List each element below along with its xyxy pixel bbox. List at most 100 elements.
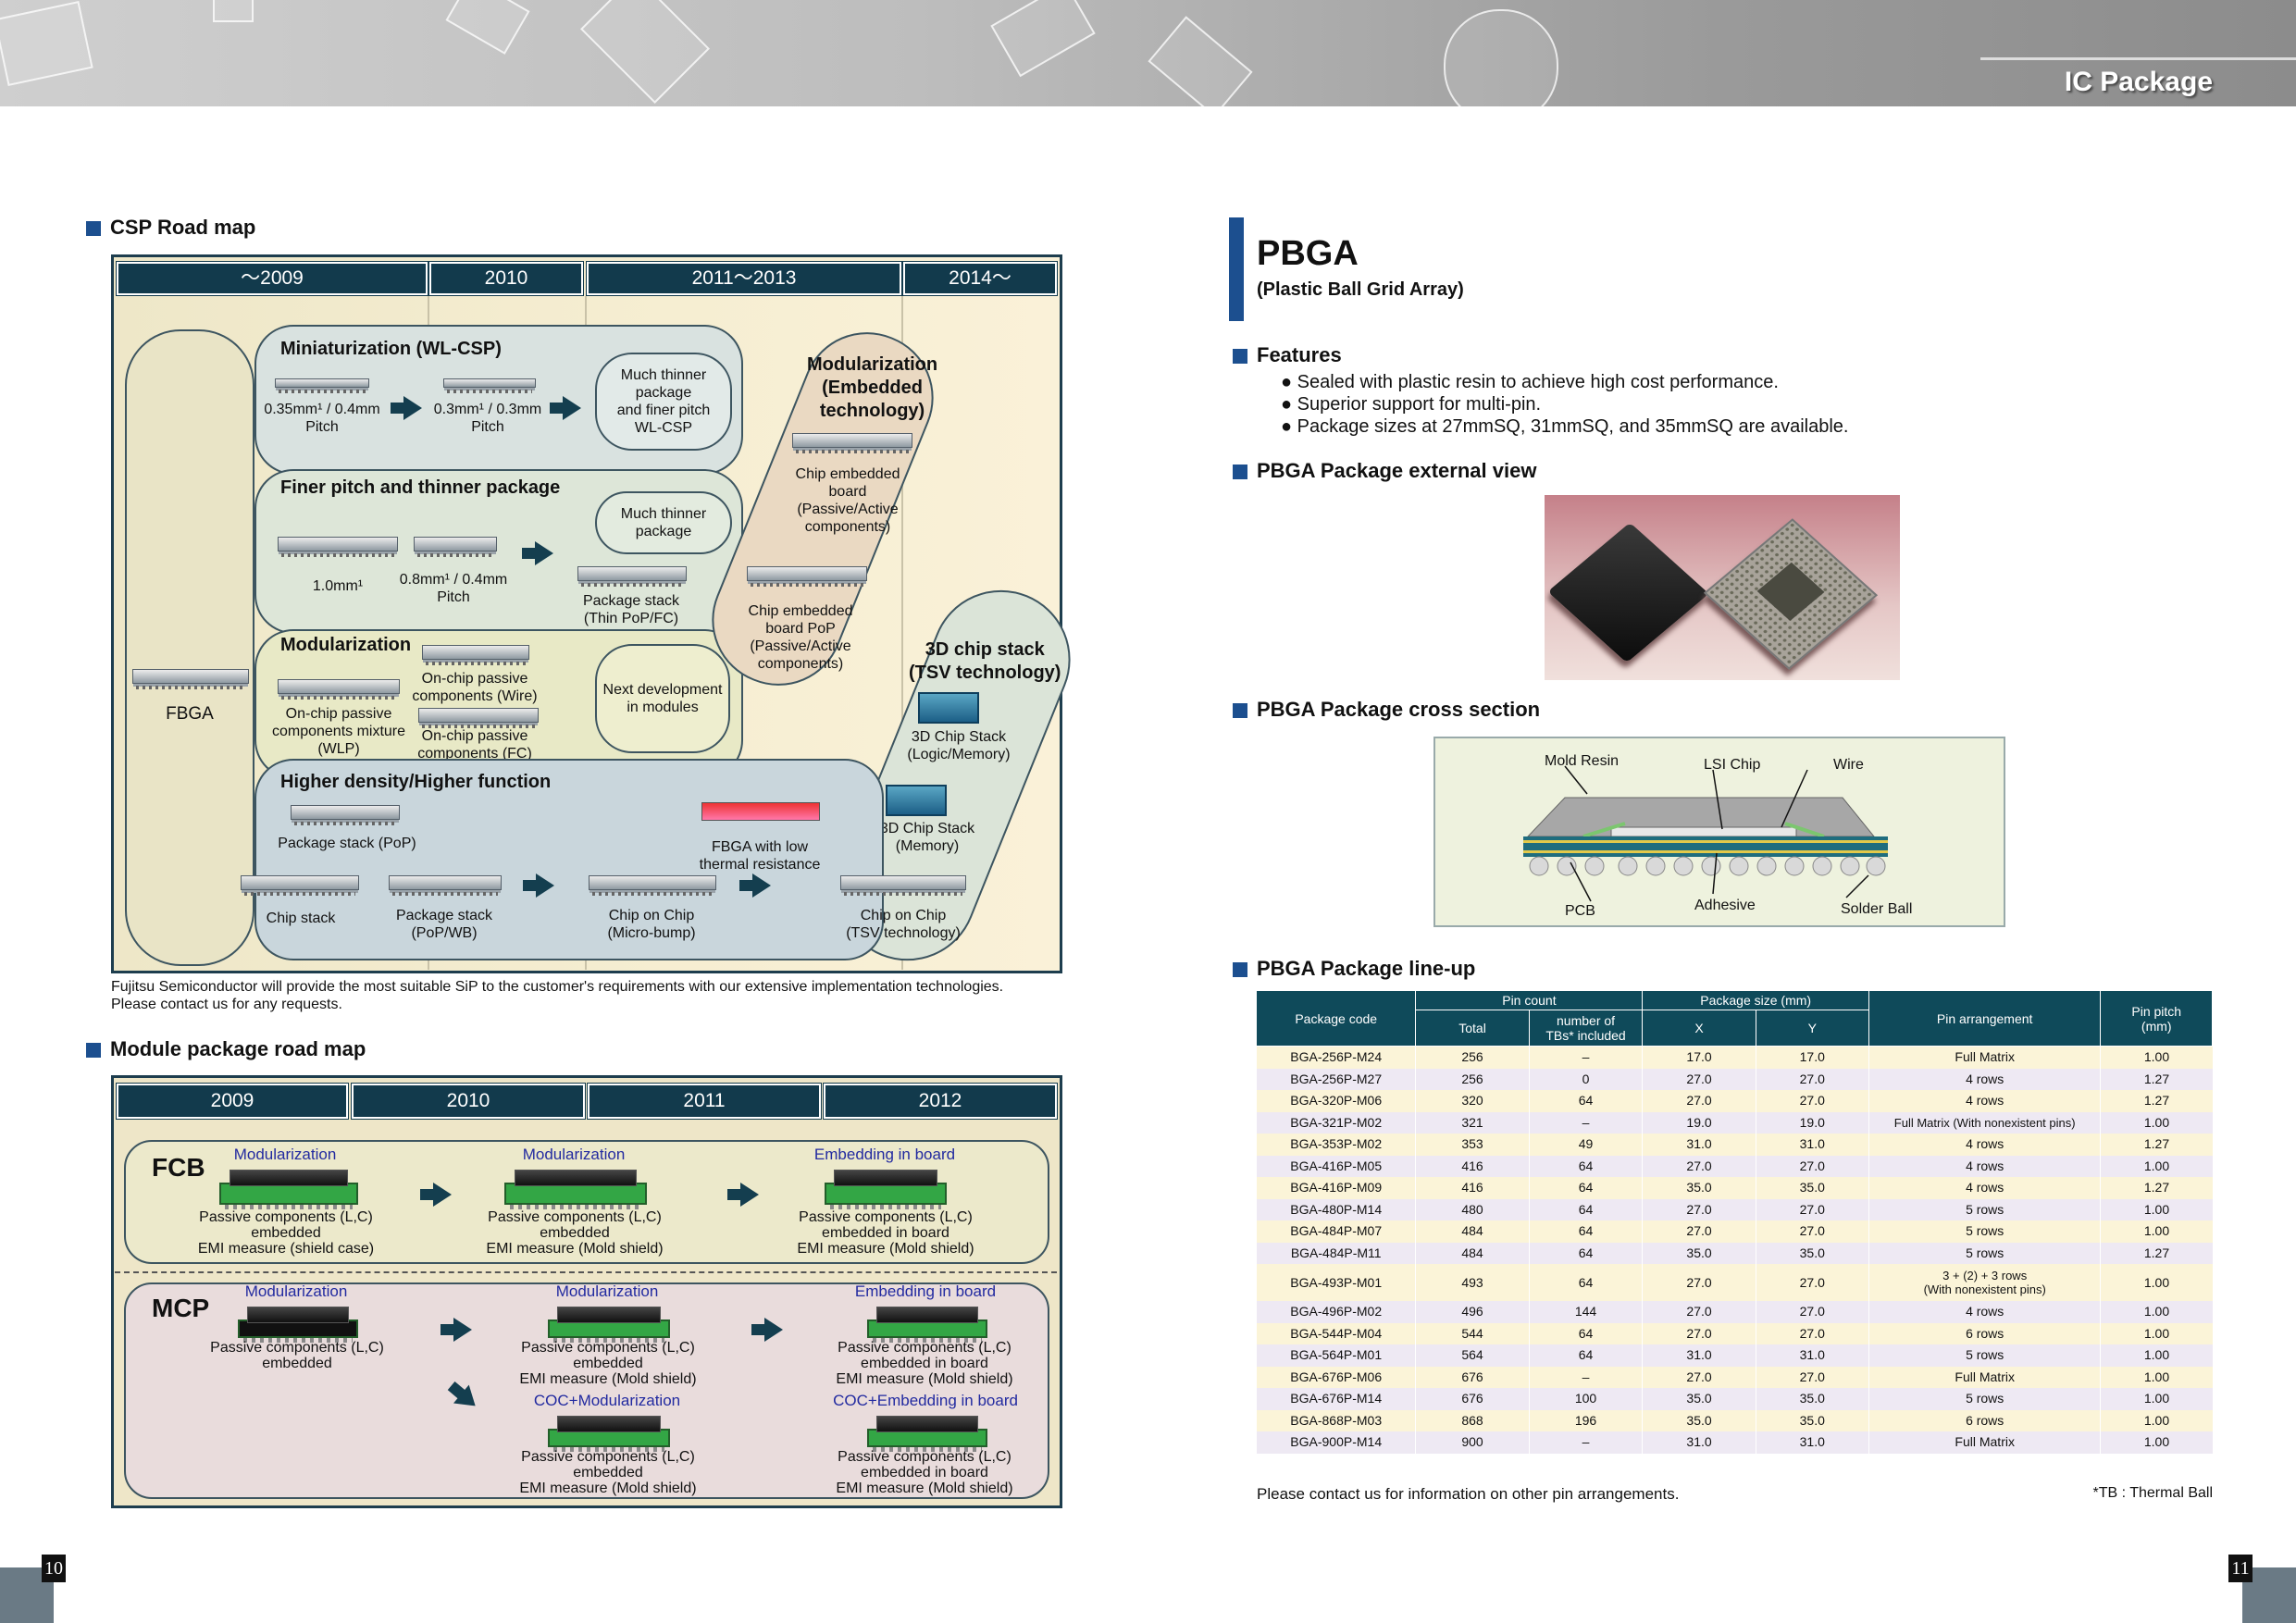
table-cell: 27.0 — [1755, 1155, 1869, 1177]
table-cell: 4 rows — [1868, 1155, 2101, 1177]
pop-label: Package stack (PoP) — [278, 836, 416, 851]
table-cell: 484 — [1415, 1242, 1530, 1264]
package-graphic — [577, 566, 687, 587]
module-roadmap-heading: Module package road map — [86, 1037, 366, 1061]
table-cell: 27.0 — [1755, 1068, 1869, 1090]
table-cell: 64 — [1528, 1220, 1643, 1243]
wlcsp-bubble: Much thinner package and finer pitch WL-… — [595, 353, 732, 451]
page-number: 11 — [2228, 1555, 2253, 1582]
year-header: 2012 — [823, 1083, 1058, 1120]
table-cell: 1.27 — [2100, 1134, 2213, 1156]
lineup-heading: PBGA Package line-up — [1233, 957, 1475, 981]
table-cell: 4 rows — [1868, 1177, 2101, 1199]
wire-label: Wire — [1833, 757, 1864, 773]
package-graphic — [701, 802, 820, 821]
table-cell: BGA-676P-M14 — [1255, 1388, 1416, 1410]
table-cell: BGA-484P-M07 — [1255, 1220, 1416, 1243]
table-cell: 27.0 — [1642, 1155, 1756, 1177]
table-cell: 35.0 — [1755, 1409, 1869, 1431]
col-size-y: Y — [1755, 1010, 1869, 1047]
table-cell: BGA-484P-M11 — [1255, 1242, 1416, 1264]
table-cell: 256 — [1415, 1046, 1530, 1069]
table-cell: – — [1528, 1046, 1643, 1069]
table-cell: 1.00 — [2100, 1220, 2213, 1243]
pbga-photo — [1545, 495, 1900, 680]
square-bullet-icon — [86, 1043, 101, 1059]
chip-graphic — [990, 0, 1096, 78]
3d-stack-logic-label: 3D Chip Stack (Logic/Memory) — [907, 729, 1011, 762]
col-tbs: number of TBs* included — [1528, 1010, 1644, 1047]
package-stack-wb-label: Package stack (PoP/WB) — [395, 908, 493, 941]
bullet-icon: ● — [1281, 372, 1297, 392]
chip-graphic — [579, 0, 711, 105]
stage-label: Embedding in board — [854, 1282, 997, 1300]
year-header: 2009 — [116, 1083, 349, 1120]
table-cell: 484 — [1415, 1220, 1530, 1243]
csp-roadmap-heading: CSP Road map — [86, 216, 255, 240]
module-graphic — [548, 1307, 670, 1343]
table-cell: 544 — [1415, 1322, 1530, 1344]
year-header: 2010 — [428, 261, 584, 296]
table-cell: 4 rows — [1868, 1301, 2101, 1323]
table-cell: 1.00 — [2100, 1198, 2213, 1220]
table-cell: 27.0 — [1755, 1301, 1869, 1323]
page-number: 10 — [42, 1555, 66, 1582]
feature-item: ● Package sizes at 27mmSQ, 31mmSQ, and 3… — [1281, 416, 1849, 437]
table-cell: 1.27 — [2100, 1242, 2213, 1264]
stage-label: COC+Modularization — [533, 1392, 681, 1409]
table-cell: 31.0 — [1642, 1134, 1756, 1156]
zone-title: Finer pitch and thinner package — [280, 477, 561, 498]
thickness-label: 1.0mm¹ — [312, 578, 364, 594]
col-total: Total — [1415, 1010, 1530, 1047]
section-title: IC Package — [2064, 67, 2213, 97]
features-heading: Features — [1233, 343, 1342, 367]
col-package-code: Package code — [1255, 990, 1417, 1047]
square-bullet-icon — [1233, 962, 1247, 978]
table-cell: BGA-416P-M09 — [1255, 1177, 1416, 1199]
table-cell: Full Matrix — [1868, 1366, 2101, 1388]
table-cell: 1.00 — [2100, 1344, 2213, 1367]
package-graphic — [278, 537, 398, 557]
table-cell: – — [1528, 1111, 1643, 1134]
table-cell: BGA-321P-M02 — [1255, 1111, 1416, 1134]
arrow-right-icon — [727, 1183, 759, 1207]
table-cell: Full Matrix (With nonexistent pins) — [1868, 1111, 2101, 1134]
year-header: ～2009 — [116, 261, 428, 296]
table-cell: 1.00 — [2100, 1388, 2213, 1410]
table-cell: BGA-320P-M06 — [1255, 1090, 1416, 1112]
table-cell: 144 — [1528, 1301, 1643, 1323]
table-cell: 31.0 — [1755, 1431, 1869, 1454]
table-cell: 27.0 — [1755, 1264, 1869, 1301]
table-cell: 868 — [1415, 1409, 1530, 1431]
table-cell: 19.0 — [1755, 1111, 1869, 1134]
table-cell: 5 rows — [1868, 1198, 2101, 1220]
table-cell: 1.00 — [2100, 1046, 2213, 1069]
table-cell: 27.0 — [1642, 1322, 1756, 1344]
table-cell: 1.00 — [2100, 1431, 2213, 1454]
square-bullet-icon — [1233, 349, 1247, 365]
fbga-zone — [125, 329, 254, 966]
table-cell: 353 — [1415, 1134, 1530, 1156]
table-cell: BGA-353P-M02 — [1255, 1134, 1416, 1156]
table-cell: 35.0 — [1755, 1177, 1869, 1199]
table-cell: 27.0 — [1642, 1090, 1756, 1112]
table-cell: 5 rows — [1868, 1344, 2101, 1367]
table-cell: 64 — [1528, 1155, 1643, 1177]
fcb-title: FCB — [152, 1153, 205, 1182]
table-cell: 27.0 — [1642, 1198, 1756, 1220]
lsi-chip-label: LSI Chip — [1704, 757, 1761, 773]
table-cell: 31.0 — [1642, 1431, 1756, 1454]
table-cell: 1.00 — [2100, 1322, 2213, 1344]
package-graphic — [278, 679, 400, 700]
stage-label: Modularization — [522, 1146, 626, 1163]
package-graphic — [422, 645, 529, 665]
table-cell: BGA-868P-M03 — [1255, 1409, 1416, 1431]
